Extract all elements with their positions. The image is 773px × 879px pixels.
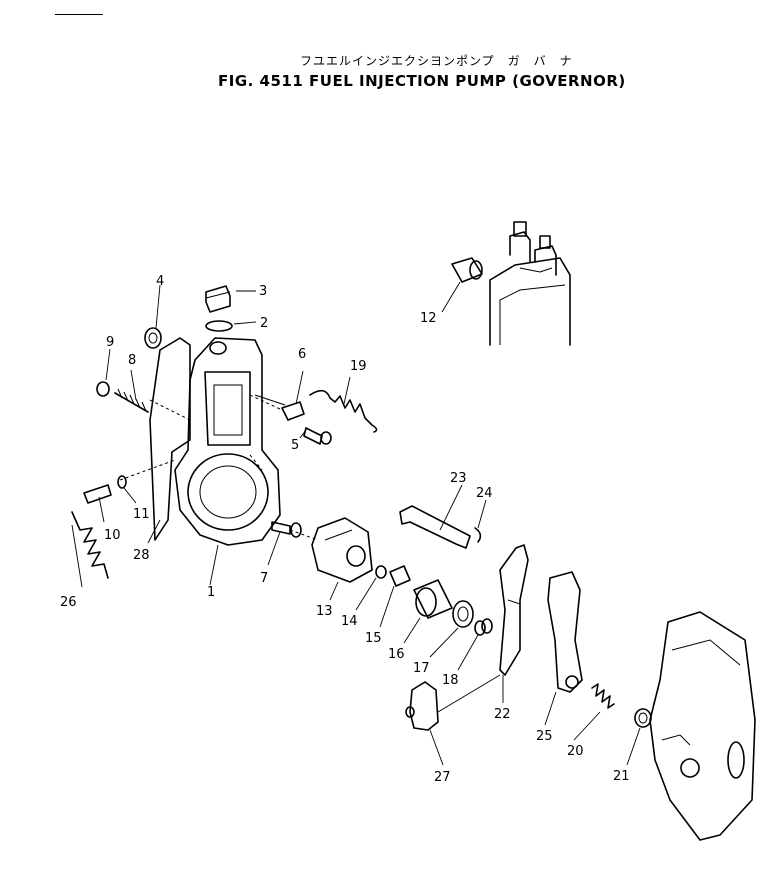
- part-12-sleeve: [451, 257, 483, 283]
- header-rule: [55, 14, 103, 15]
- part-22-lever: [499, 544, 529, 676]
- callout-18: 18: [442, 673, 459, 688]
- callout-9: 9: [106, 335, 114, 350]
- part-23-plate: [399, 505, 471, 549]
- callout-2: 2: [260, 316, 268, 331]
- leader-lines: [71, 281, 641, 766]
- part-11-washer: [117, 475, 127, 489]
- callout-17: 17: [413, 661, 430, 676]
- callout-25: 25: [536, 729, 553, 744]
- part-1-governor-housing: [174, 337, 286, 546]
- part-17-bearing: [452, 600, 474, 628]
- governor-cover-housing: [649, 611, 756, 841]
- callout-labels: 1 2 3 4 5 6 7 8 9 10 11 12 13 14 15 16 1…: [60, 274, 630, 785]
- callout-3: 3: [259, 284, 267, 299]
- part-9-nut: [96, 381, 110, 397]
- part-21-nut: [634, 708, 652, 728]
- callout-8: 8: [128, 353, 136, 368]
- part-6-plate: [281, 401, 305, 421]
- callout-7: 7: [260, 571, 268, 586]
- callout-23: 23: [450, 471, 467, 486]
- callout-13: 13: [316, 604, 333, 619]
- callout-11: 11: [133, 507, 150, 522]
- part-3-plug: [205, 285, 231, 313]
- callout-5: 5: [291, 438, 299, 453]
- part-7-bolt: [271, 521, 302, 538]
- callout-4: 4: [156, 274, 164, 289]
- title-japanese: フユエルインジエクシヨンポンプ ガ バ ナ: [300, 54, 573, 68]
- pump-assembly-drawing: [489, 221, 571, 346]
- part-15-sleeve: [389, 565, 411, 587]
- part-26-spring: [71, 511, 109, 579]
- part-13-flyweight: [311, 517, 373, 583]
- callout-26: 26: [60, 595, 77, 610]
- part-19-spring: [309, 389, 378, 433]
- part-20-spring: [591, 683, 615, 709]
- part-28-gasket: [149, 337, 191, 541]
- part-8-adjusting-screw: [114, 388, 149, 413]
- part-5-bolt: [303, 427, 332, 445]
- callout-14: 14: [341, 614, 358, 629]
- part-27-bracket: [405, 681, 439, 731]
- figure-title: FIG. 4511 FUEL INJECTION PUMP (GOVERNOR): [218, 72, 626, 90]
- callout-19: 19: [350, 359, 367, 374]
- callout-16: 16: [388, 647, 405, 662]
- part-14-snap-ring: [375, 565, 387, 579]
- callout-28: 28: [133, 548, 150, 563]
- part-10-bolt: [83, 484, 112, 504]
- part-4-plug: [144, 327, 162, 349]
- callout-1: 1: [207, 585, 215, 600]
- callout-24: 24: [476, 486, 493, 501]
- part-25-link-lever: [547, 571, 583, 693]
- callout-10: 10: [104, 528, 121, 543]
- callout-15: 15: [365, 631, 382, 646]
- callout-22: 22: [494, 707, 511, 722]
- part-24-clip: [474, 527, 482, 543]
- part-2-o-ring: [205, 320, 233, 332]
- callout-20: 20: [567, 744, 584, 759]
- callout-27: 27: [434, 770, 451, 785]
- part-16-sleeve: [413, 579, 453, 619]
- callout-21: 21: [613, 769, 630, 784]
- part-18-ring: [474, 618, 493, 636]
- callout-6: 6: [298, 347, 306, 362]
- callout-12: 12: [420, 311, 437, 326]
